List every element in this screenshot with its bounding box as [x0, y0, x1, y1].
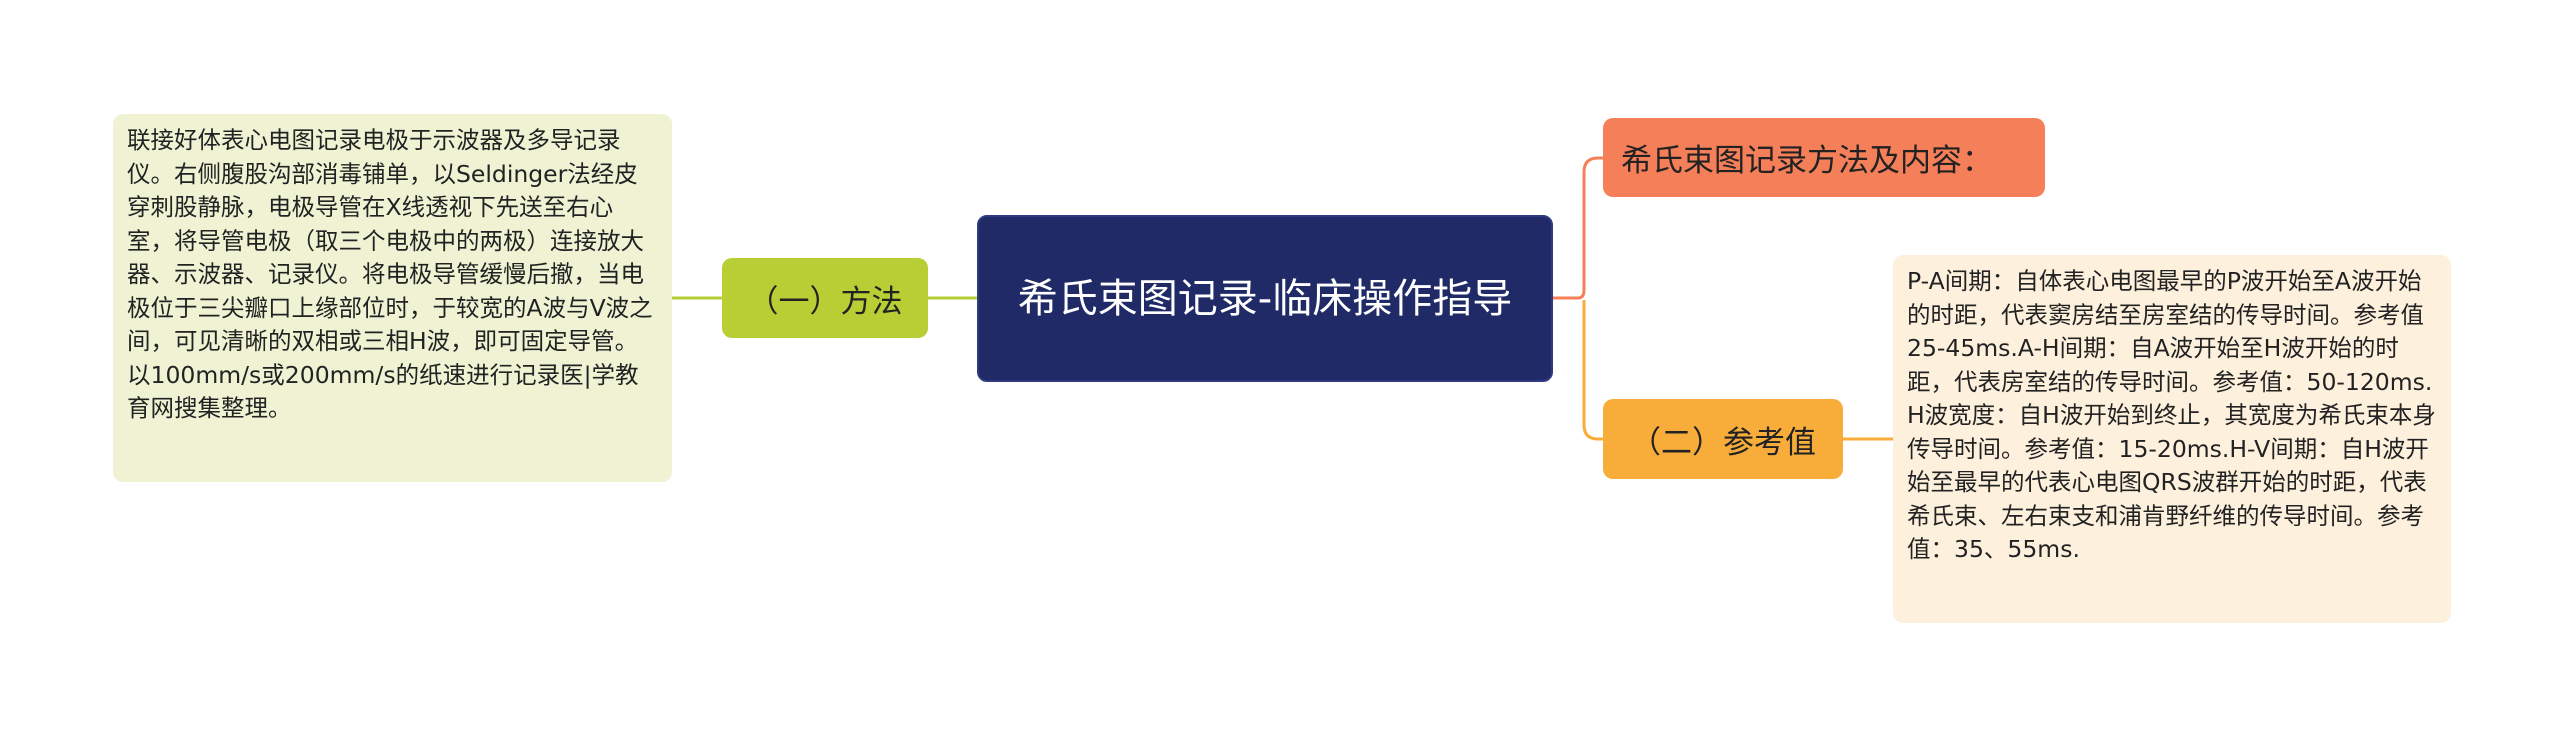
branch-reference-label: （二）参考值: [1630, 424, 1816, 461]
connector-root-reference: [1582, 300, 1603, 441]
connector-root-overview: [1553, 156, 1603, 300]
root-title: 希氏束图记录-临床操作指导: [1017, 275, 1513, 322]
branch-overview-label: 希氏束图记录方法及内容：: [1621, 143, 1993, 179]
root-node[interactable]: 希氏束图记录-临床操作指导: [977, 215, 1553, 382]
leaf-reference-detail[interactable]: P-A间期：自体表心电图最早的P波开始至A波开始的时距，代表窦房结至房室结的传导…: [1893, 255, 2451, 623]
leaf-method-text: 联接好体表心电图记录电极于示波器及多导记录仪。右侧腹股沟部消毒铺单，以Seldi…: [127, 126, 653, 422]
leaf-reference-text: P-A间期：自体表心电图最早的P波开始至A波开始的时距，代表窦房结至房室结的传导…: [1907, 267, 2436, 563]
branch-method-label: （一）方法: [747, 283, 903, 320]
branch-overview[interactable]: 希氏束图记录方法及内容：: [1603, 118, 2045, 197]
branch-method[interactable]: （一）方法: [722, 258, 928, 338]
leaf-method-detail[interactable]: 联接好体表心电图记录电极于示波器及多导记录仪。右侧腹股沟部消毒铺单，以Seldi…: [113, 114, 672, 482]
branch-reference[interactable]: （二）参考值: [1603, 399, 1843, 479]
